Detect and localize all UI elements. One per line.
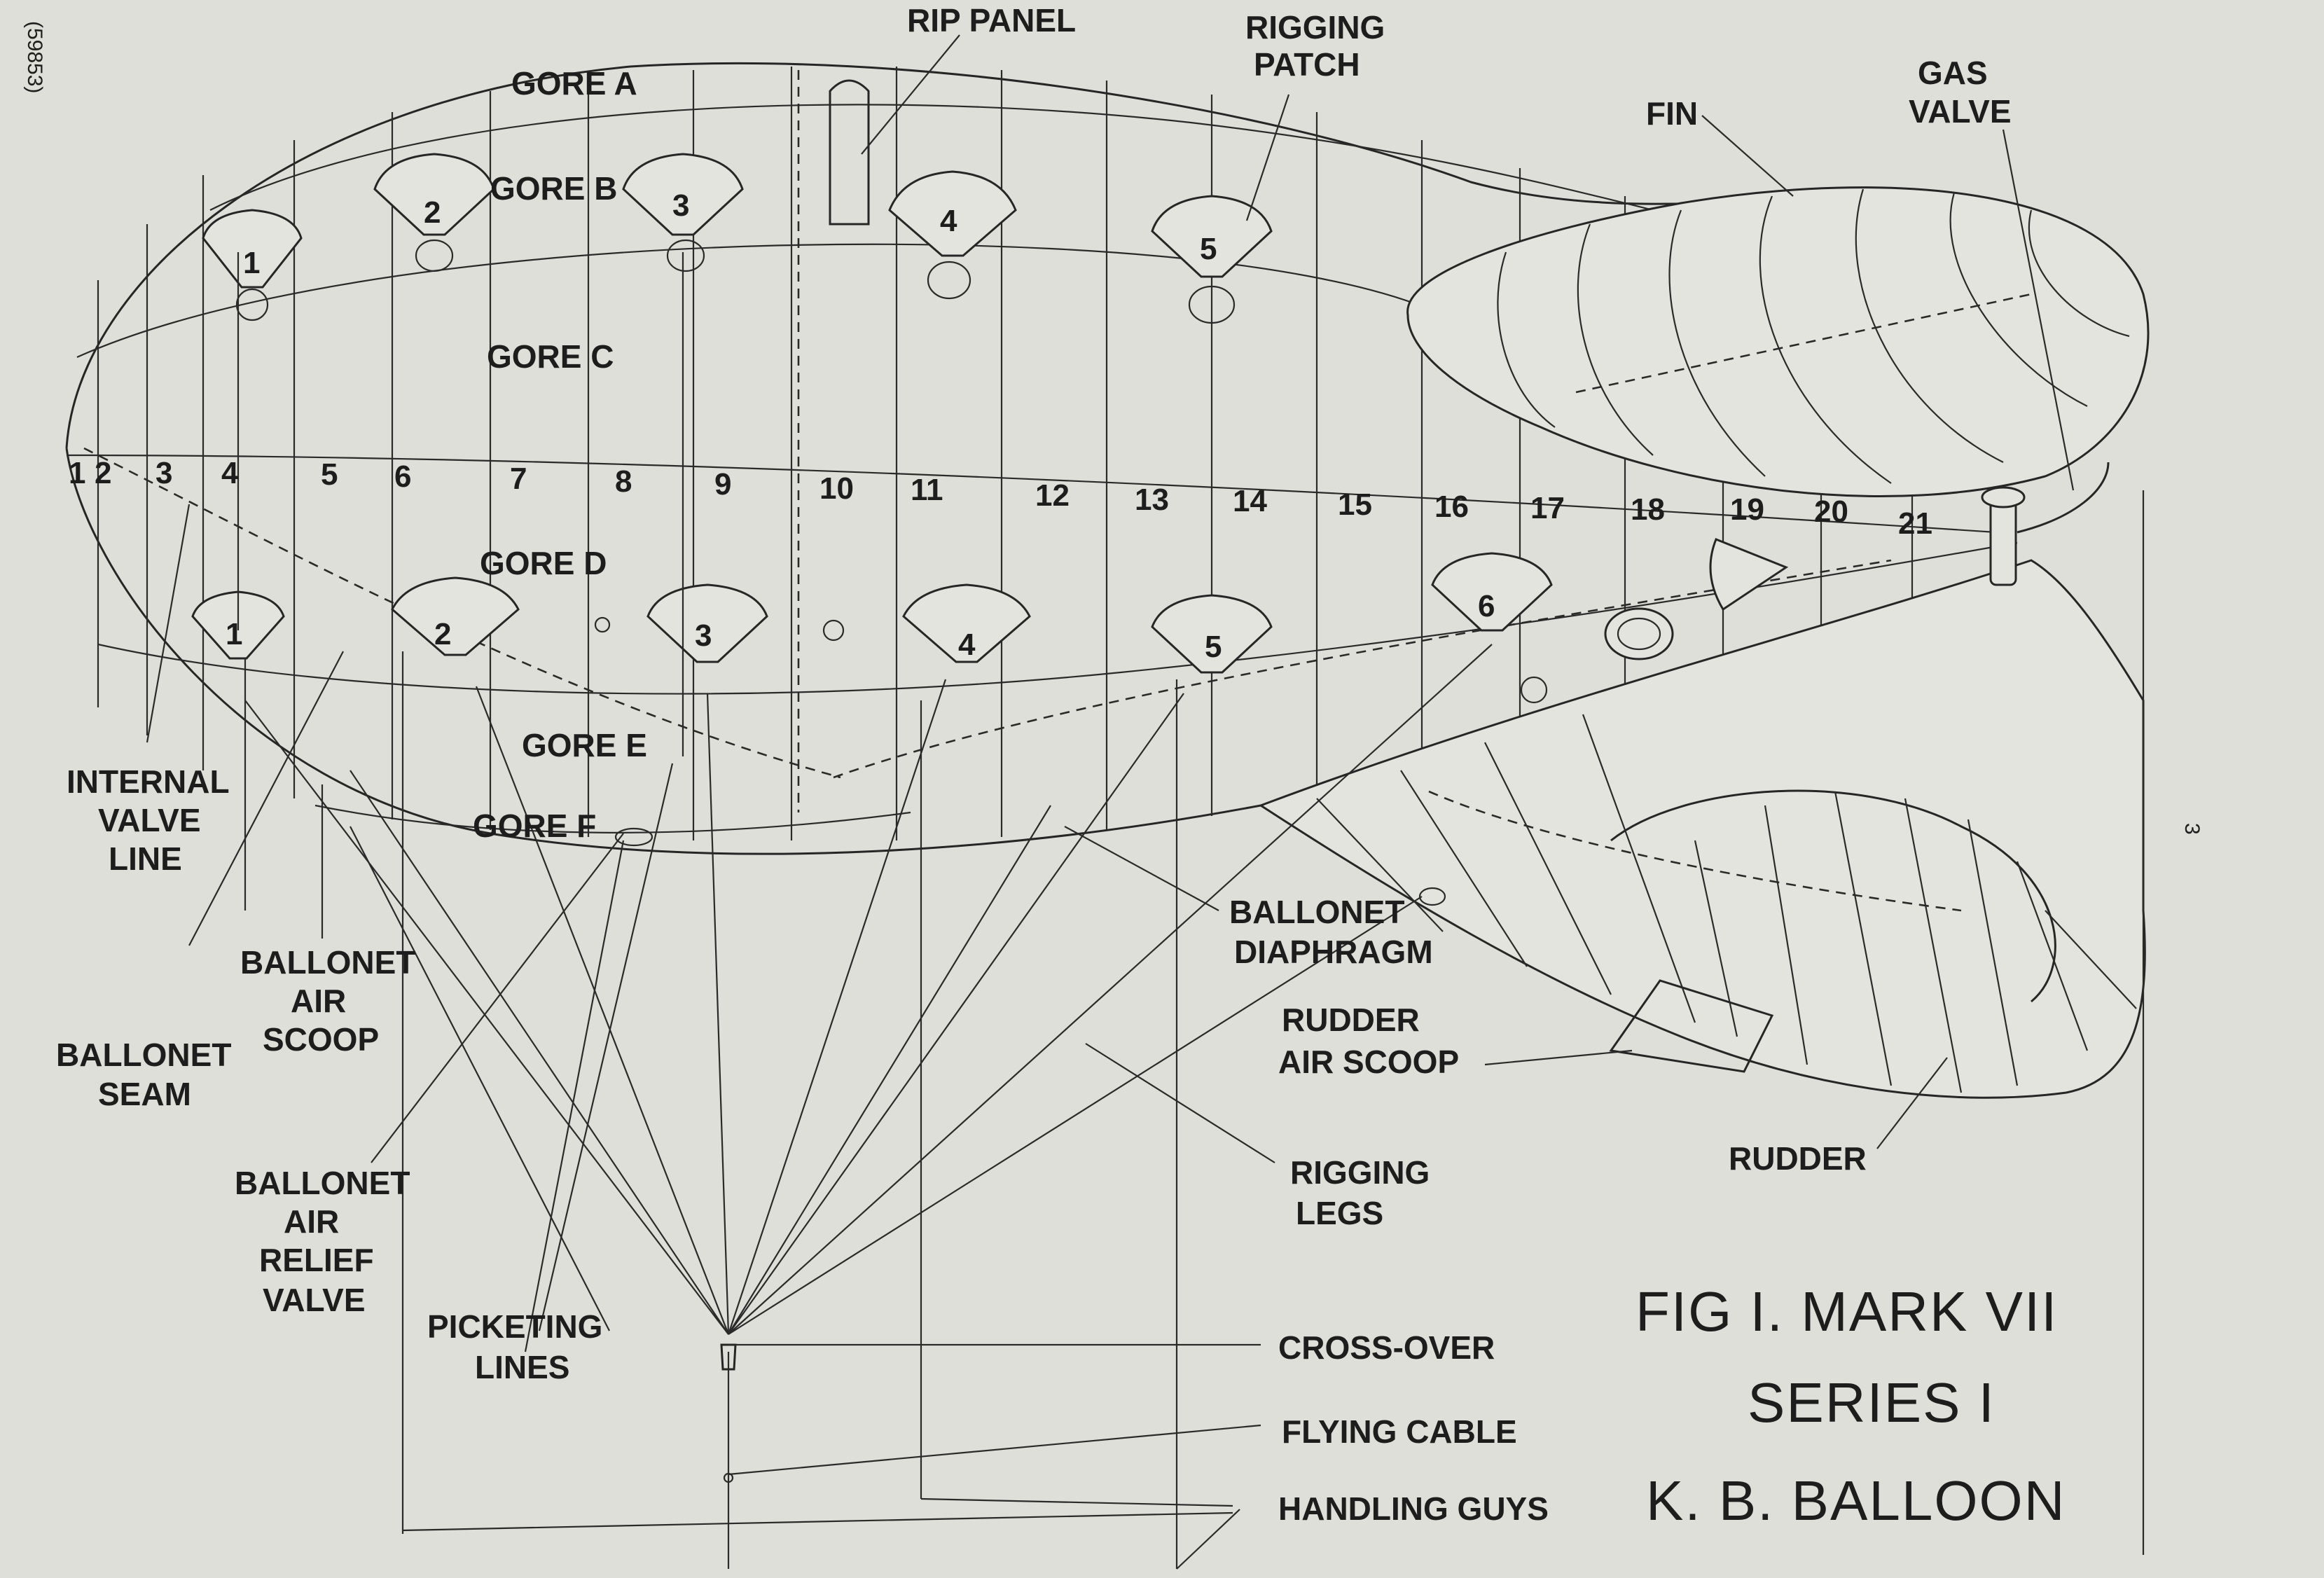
callout-labels: RIP PANEL RIGGING PATCH GAS VALVE FIN IN… xyxy=(56,2,2012,1527)
section-number: 17 xyxy=(1530,491,1565,525)
flying-cable-label: FLYING CABLE xyxy=(1282,1413,1517,1450)
section-number: 3 xyxy=(155,456,172,490)
section-number: 10 xyxy=(819,471,854,506)
rudder-label: RUDDER xyxy=(1729,1140,1867,1177)
gas-valve-label: VALVE xyxy=(1909,93,2012,130)
section-number: 13 xyxy=(1135,483,1169,517)
patch-number: 4 xyxy=(958,628,976,662)
section-number: 8 xyxy=(615,464,632,499)
section-number: 19 xyxy=(1730,492,1764,527)
ballonet-seam-label: BALLONET xyxy=(56,1037,231,1073)
gas-valve xyxy=(1981,462,2110,586)
edge-code: (59853) xyxy=(23,21,46,93)
rigging-patch-label: PATCH xyxy=(1254,46,1360,83)
section-number: 21 xyxy=(1898,506,1932,541)
patch-number: 1 xyxy=(243,246,260,280)
gore-label: GORE F xyxy=(473,808,596,844)
gore-label: GORE E xyxy=(522,727,647,763)
section-number: 16 xyxy=(1434,490,1469,524)
section-number: 18 xyxy=(1631,492,1665,527)
gore-label: GORE D xyxy=(480,545,607,581)
patch-number: 2 xyxy=(434,617,451,651)
figure-title-line: K. B. BALLOON xyxy=(1646,1469,2066,1532)
fin xyxy=(1406,186,2150,498)
ballonet-air-scoop-label: SCOOP xyxy=(263,1021,379,1058)
section-number: 2 xyxy=(95,456,111,490)
picketing-lines-label: PICKETING xyxy=(427,1308,602,1345)
rigging-lines xyxy=(237,252,1493,1570)
internal-valve-line-label: LINE xyxy=(109,840,182,877)
section-number: 14 xyxy=(1233,484,1267,518)
valve-markers xyxy=(594,607,1674,906)
rudder-assembly xyxy=(1258,559,2146,1099)
cross-over-label: CROSS-OVER xyxy=(1278,1329,1495,1366)
section-number: 7 xyxy=(510,462,527,496)
section-number: 1 xyxy=(69,456,85,490)
upper-patch-numbers: 1 2 3 4 5 xyxy=(243,188,1217,280)
section-numbers: 1 2 3 4 5 6 7 8 9 10 11 12 13 14 15 16 1… xyxy=(69,456,1932,541)
gore-label: GORE C xyxy=(487,338,614,375)
handling-guys-label: HANDLING GUYS xyxy=(1278,1490,1549,1527)
ballonet-diaphragm-label: BALLONET xyxy=(1229,894,1404,930)
rudder-air-scoop-label: AIR SCOOP xyxy=(1278,1044,1459,1080)
lower-rigging-patches xyxy=(191,538,1789,674)
rip-panel xyxy=(829,79,870,226)
figure-title: FIG I. MARK VII SERIES I K. B. BALLOON xyxy=(1635,1280,2066,1532)
internal-valve-line-label: INTERNAL xyxy=(67,763,230,800)
patch-number: 5 xyxy=(1205,630,1222,664)
patch-number: 1 xyxy=(226,617,242,651)
ballonet-air-relief-valve-label: BALLONET xyxy=(235,1165,410,1201)
patch-number: 3 xyxy=(695,618,712,653)
ballonet-diaphragm-label: DIAPHRAGM xyxy=(1234,934,1433,970)
section-number: 5 xyxy=(321,457,338,492)
section-number: 6 xyxy=(394,459,411,494)
patch-number: 3 xyxy=(672,188,689,223)
patch-number: 2 xyxy=(424,195,441,230)
ballonet-air-relief-valve-label: RELIEF xyxy=(259,1242,374,1278)
ballonet-air-scoop-label: AIR xyxy=(291,983,346,1019)
rigging-legs-label: LEGS xyxy=(1296,1195,1383,1231)
fin-label: FIN xyxy=(1646,95,1698,132)
internal-valve-line-label: VALVE xyxy=(98,802,201,838)
seam-lines xyxy=(97,67,1914,840)
section-number: 11 xyxy=(911,473,943,507)
section-number: 20 xyxy=(1814,494,1848,529)
section-number: 12 xyxy=(1035,478,1070,513)
gas-valve-label: GAS xyxy=(1918,55,1988,91)
ballonet-air-scoop-label: BALLONET xyxy=(240,944,415,981)
upper-rigging-patches xyxy=(202,153,1273,324)
section-number: 4 xyxy=(221,456,239,490)
rigging-patch-label: RIGGING xyxy=(1245,9,1385,46)
ballonet-seam-label: SEAM xyxy=(98,1076,191,1112)
section-number: 15 xyxy=(1338,487,1372,522)
gore-labels: GORE A GORE B GORE C GORE D GORE E GORE … xyxy=(473,65,647,844)
gore-label: GORE A xyxy=(511,65,637,102)
page-number: 3 xyxy=(2180,823,2204,835)
patch-number: 5 xyxy=(1200,232,1217,266)
leader-lines xyxy=(146,34,2075,1163)
rip-panel-label: RIP PANEL xyxy=(907,2,1076,39)
section-number: 9 xyxy=(714,467,731,501)
ballonet-air-relief-valve-label: VALVE xyxy=(263,1282,366,1318)
figure-title-line: FIG I. MARK VII xyxy=(1635,1280,2058,1343)
ballonet-air-relief-valve-label: AIR xyxy=(284,1203,339,1240)
gore-label: GORE B xyxy=(490,170,617,207)
picketing-lines-label: LINES xyxy=(475,1349,569,1385)
rigging-legs-label: RIGGING xyxy=(1290,1154,1430,1191)
figure-title-line: SERIES I xyxy=(1748,1371,1996,1434)
rudder-air-scoop-label: RUDDER xyxy=(1282,1002,1420,1038)
patch-number: 4 xyxy=(940,204,957,238)
patch-number: 6 xyxy=(1478,589,1495,623)
lower-patch-numbers: 1 2 3 4 5 6 xyxy=(226,589,1495,664)
